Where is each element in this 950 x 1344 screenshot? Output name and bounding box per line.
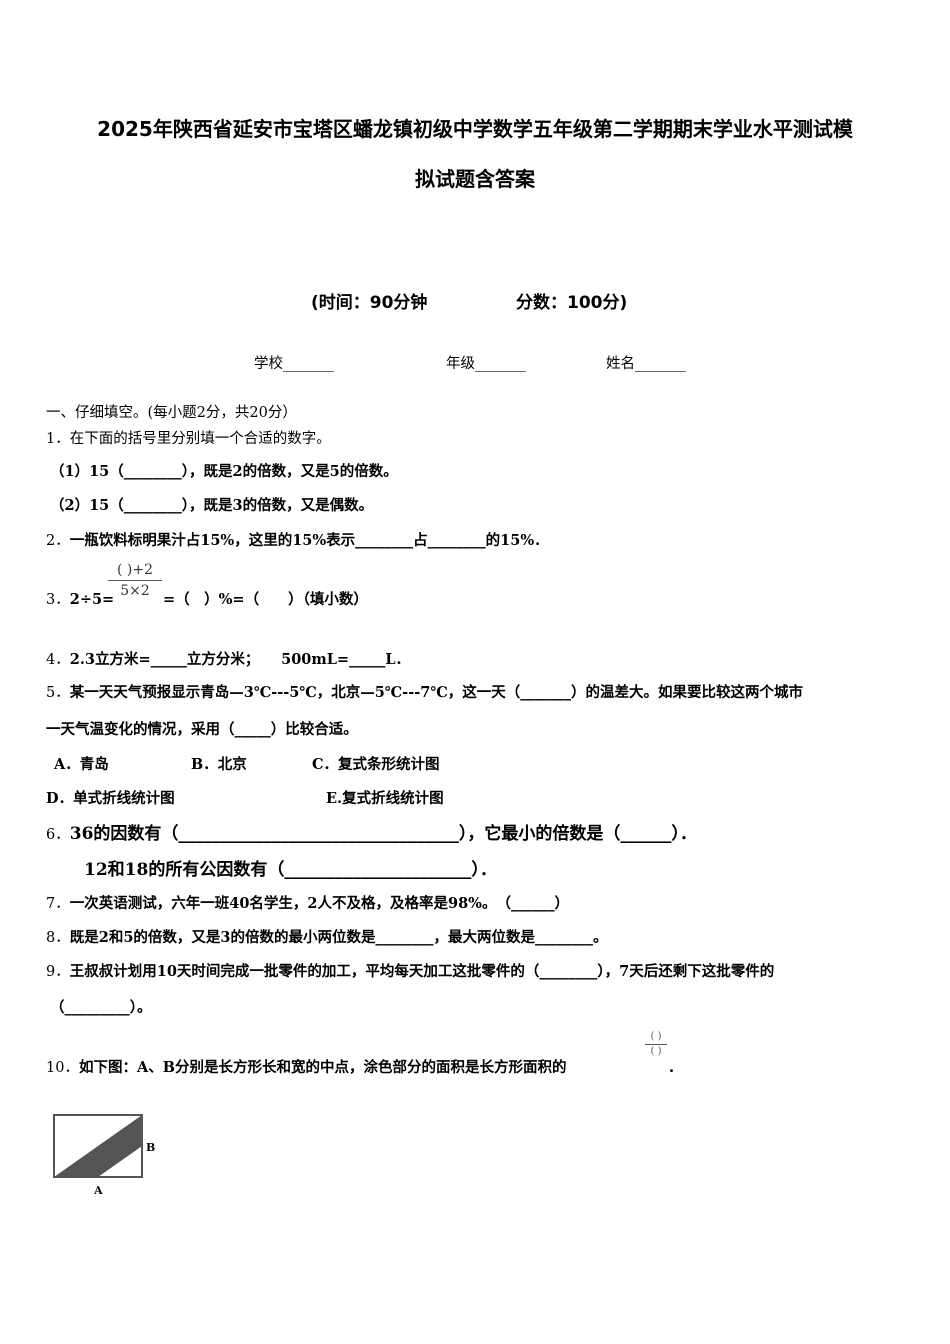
question-6-line-2: 12和18的所有公因数有（______________________）． bbox=[84, 860, 497, 880]
fraction-denominator: ( ) bbox=[650, 1046, 662, 1057]
question-4: 4．2.3立方米=_____立方分米； 500mL=_____L． bbox=[46, 648, 410, 669]
question-text: 2.3立方米=_____立方分米； 500mL=_____L． bbox=[69, 651, 411, 668]
question-number: 2． bbox=[46, 533, 70, 549]
label-a: A bbox=[93, 1184, 103, 1197]
exam-score: 分数：100分) bbox=[516, 293, 628, 313]
option-c: C．复式条形统计图 bbox=[312, 756, 440, 773]
question-text: 一瓶饮料标明果汁占15%，这里的15%表示________占________的1… bbox=[69, 532, 549, 549]
question-text: 在下面的括号里分别填一个合适的数字。 bbox=[69, 431, 331, 447]
question-number: 9． bbox=[46, 964, 70, 980]
fraction-denominator: 5×2 bbox=[120, 583, 150, 599]
document-title-line2: 拟试题含答案 bbox=[415, 167, 535, 191]
shaded-region bbox=[54, 1115, 142, 1177]
question-1: 1．在下面的括号里分别填一个合适的数字。 bbox=[46, 427, 331, 448]
question-text: 某一天天气预报显示青岛—3℃---5℃，北京—5℃---7℃，这一天（_____… bbox=[69, 684, 803, 701]
option-e: E.复式折线统计图 bbox=[326, 790, 444, 807]
question-number: 10． bbox=[46, 1060, 79, 1076]
question-3-post: =（ ）%=（ ）（填小数） bbox=[163, 591, 368, 608]
question-text: 如下图：A、B分别是长方形长和宽的中点，涂色部分的面积是长方形面积的 bbox=[78, 1059, 567, 1076]
question-2: 2．一瓶饮料标明果汁占15%，这里的15%表示________占________… bbox=[46, 529, 549, 550]
question-number: 5． bbox=[46, 685, 70, 701]
question-text: 王叔叔计划用10天时间完成一批零件的加工，平均每天加工这批零件的（_______… bbox=[69, 963, 775, 980]
question-1-part-2: （2）15（________），既是3的倍数，又是偶数。 bbox=[50, 497, 374, 514]
school-field: 学校_______ bbox=[254, 356, 334, 372]
question-text: 36的因数有（_________________________________… bbox=[69, 824, 697, 844]
fraction-numerator: ( )+2 bbox=[116, 562, 153, 578]
question-number: 3． bbox=[46, 592, 70, 608]
question-number: 6． bbox=[46, 827, 70, 843]
question-text: 既是2和5的倍数，又是3的倍数的最小两位数是________，最大两位数是___… bbox=[69, 929, 608, 946]
question-number: 4． bbox=[46, 652, 70, 668]
exam-time: (时间：90分钟 bbox=[311, 293, 428, 313]
section-heading: 一、仔细填空。(每小题2分，共20分） bbox=[46, 405, 297, 421]
question-10-fraction: ( ) ( ) bbox=[645, 1031, 667, 1058]
question-text: 一次英语测试，六年一班40名学生，2人不及格，及格率是98%。 （______） bbox=[69, 895, 569, 912]
question-3-fraction: ( )+2 5×2 bbox=[108, 561, 162, 600]
fraction-numerator: ( ) bbox=[650, 1031, 662, 1042]
question-3-pre: 2÷5= bbox=[69, 591, 115, 608]
option-b: B．北京 bbox=[191, 756, 247, 773]
question-number: 7． bbox=[46, 896, 70, 912]
question-9-line-2: （_________）。 bbox=[50, 999, 152, 1016]
question-number: 8． bbox=[46, 930, 70, 946]
question-7: 7．一次英语测试，六年一班40名学生，2人不及格，及格率是98%。 （_____… bbox=[46, 892, 569, 913]
question-10-end: ． bbox=[668, 1059, 683, 1076]
fraction-bar bbox=[645, 1044, 667, 1045]
question-number: 1． bbox=[46, 431, 70, 447]
question-6-line-1: 6．36的因数有（_______________________________… bbox=[46, 819, 697, 844]
document-title-line1: 2025年陕西省延安市宝塔区蟠龙镇初级中学数学五年级第二学期期末学业水平测试模 bbox=[97, 117, 853, 141]
question-10: 10．如下图：A、B分别是长方形长和宽的中点，涂色部分的面积是长方形面积的 bbox=[46, 1056, 566, 1077]
question-9-line-1: 9．王叔叔计划用10天时间完成一批零件的加工，平均每天加工这批零件的（_____… bbox=[46, 960, 774, 981]
option-d: D．单式折线统计图 bbox=[46, 790, 175, 807]
question-5-line-1: 5．某一天天气预报显示青岛—3℃---5℃，北京—5℃---7℃，这一天（___… bbox=[46, 681, 803, 702]
label-b: B bbox=[146, 1141, 155, 1154]
name-field: 姓名_______ bbox=[606, 356, 686, 372]
grade-field: 年级_______ bbox=[446, 356, 526, 372]
option-a: A．青岛 bbox=[54, 756, 109, 773]
question-3: 3．2÷5= bbox=[46, 588, 114, 609]
rectangle-figure: B A bbox=[53, 1114, 155, 1197]
fraction-bar bbox=[108, 580, 162, 581]
question-1-part-1: （1）15（________），既是2的倍数，又是5的倍数。 bbox=[50, 463, 398, 480]
question-5-line-2: 一天气温变化的情况，采用（_____）比较合适。 bbox=[46, 721, 358, 738]
question-8: 8．既是2和5的倍数，又是3的倍数的最小两位数是________，最大两位数是_… bbox=[46, 926, 608, 947]
